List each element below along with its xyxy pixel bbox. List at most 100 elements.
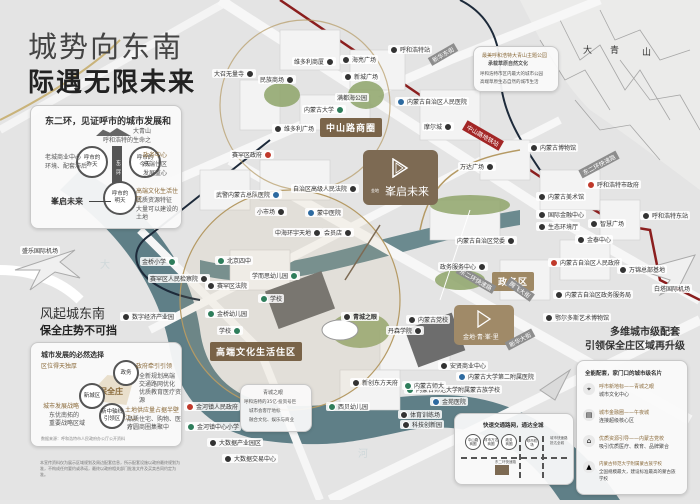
poi[interactable]: 安贤商业中心 bbox=[438, 361, 489, 370]
poi[interactable]: 中海环宇天地 bbox=[273, 228, 324, 237]
poi[interactable]: 内蒙古大学 bbox=[302, 105, 347, 114]
poi-label: 内蒙古美术馆 bbox=[548, 194, 585, 201]
east-ring-road: 东二环 bbox=[112, 146, 122, 188]
poi[interactable]: 学校 bbox=[217, 326, 244, 335]
amenity-title: 优质资源引导——内蒙古党校 bbox=[599, 436, 665, 442]
poi-label: 万达广场 bbox=[460, 164, 485, 171]
poi[interactable]: 民族商场 bbox=[258, 75, 297, 84]
poi[interactable]: 学而思幼儿园 bbox=[250, 271, 301, 280]
baoquanzhuang-panel: 城市发展的必然选择 保全庄 新城区 政务 新中轴线 引领区 区位得天独厚 政府牵… bbox=[30, 342, 182, 447]
poi[interactable]: 自治区高级人民法院 bbox=[291, 184, 360, 193]
poi[interactable]: 大数据产业园区 bbox=[207, 438, 264, 447]
poi[interactable]: 内蒙古自治区党委 bbox=[455, 236, 518, 245]
poi[interactable]: 新创东方天府 bbox=[350, 378, 401, 387]
school-icon: ⌂ bbox=[583, 435, 595, 447]
poi-label: 学校 bbox=[270, 296, 283, 303]
zone-zhongshan[interactable]: 中山路商圈 bbox=[320, 118, 383, 137]
east-ring-panel: 东二环，见证呼市的城市发展和 大青山 呼和浩特的生命之 东二环 呼市的 昨天 呼… bbox=[30, 105, 182, 229]
poi[interactable]: 会员店 bbox=[322, 228, 355, 237]
poi[interactable]: 内蒙古自治区人民政府 bbox=[548, 258, 623, 267]
poi[interactable]: 体育训练场 bbox=[398, 410, 443, 419]
poi-label: 内蒙古大学第二附属医院 bbox=[468, 374, 535, 381]
poi[interactable]: 北京四中 bbox=[215, 256, 254, 265]
brand-name: 峯启未来 bbox=[385, 185, 429, 198]
amenity-text: 吸引优质医疗、教育、品牌聚合 bbox=[599, 444, 670, 450]
map-pin-icon bbox=[200, 274, 209, 283]
poi[interactable]: 西贝幼儿园 bbox=[326, 402, 371, 411]
mountain-char: 大 bbox=[583, 46, 593, 56]
section-subtitle: 保全庄势不可挡 bbox=[40, 324, 117, 337]
poi[interactable]: 赛罕区政府 bbox=[230, 150, 275, 159]
note-text: 全新规划高端 bbox=[139, 373, 176, 380]
poi-label: 内蒙古自治区党委 bbox=[457, 238, 506, 245]
poi[interactable]: 金苑医院 bbox=[430, 397, 469, 406]
poi-qingcheng-eye[interactable]: 青城之眼 bbox=[341, 312, 380, 321]
poi[interactable]: 摩尔城 bbox=[422, 122, 455, 131]
poi[interactable]: 科技创新园 bbox=[400, 420, 445, 429]
poi[interactable]: 赛罕区法院 bbox=[205, 281, 250, 290]
poi[interactable]: 新城广场 bbox=[342, 72, 381, 81]
poi[interactable]: 金桥幼儿园 bbox=[205, 309, 250, 318]
poi[interactable]: 内蒙古自治区政务服务局 bbox=[553, 290, 634, 299]
poi[interactable]: 维多利广场 bbox=[272, 124, 317, 133]
amenity-text: 连接超级核心区 bbox=[599, 418, 635, 424]
map-pin-icon bbox=[444, 122, 453, 131]
disclaimer: 本宣传资料仅为展示区域规划及周边配套信息，所示配套设施以政府最终规划为准，不构成… bbox=[40, 460, 180, 477]
poi[interactable]: 盛乐国际机场 bbox=[20, 246, 61, 255]
poi[interactable]: 金河镇中心小学 bbox=[185, 422, 242, 431]
poi[interactable]: 鄂尔多斯艺术博物馆 bbox=[543, 313, 612, 322]
poi-label: 会员店 bbox=[324, 230, 343, 237]
poi[interactable]: 金泰中心 bbox=[575, 235, 614, 244]
poi[interactable]: 呼和浩特东站 bbox=[640, 211, 691, 220]
brand-main-marker[interactable]: 金地 峯启未来 bbox=[363, 150, 438, 205]
map-pin-icon bbox=[328, 402, 336, 411]
poi[interactable]: 丹森学院 bbox=[386, 326, 425, 335]
poi[interactable]: 蒙中医院 bbox=[305, 208, 344, 217]
poi[interactable]: 内蒙古自治区人民医院 bbox=[395, 97, 470, 106]
poi[interactable]: 大数据交易中心 bbox=[222, 454, 279, 463]
poi[interactable]: 赛罕区人民检察院 bbox=[148, 274, 211, 283]
poi[interactable]: 维多利商厦 bbox=[292, 57, 337, 66]
poi-label: 自治区高级人民法院 bbox=[293, 186, 348, 193]
poi[interactable]: 内蒙古美术馆 bbox=[536, 192, 587, 201]
poi[interactable]: 智慧广场 bbox=[588, 219, 627, 228]
poi[interactable]: 国际金融中心 bbox=[536, 210, 587, 219]
brand-second-marker[interactable]: 金地·青·峯·里 bbox=[454, 305, 514, 345]
poi[interactable]: 万达广场 bbox=[458, 162, 497, 171]
poi[interactable]: 大召无量寺 bbox=[212, 69, 257, 78]
poi-label: 民族商场 bbox=[260, 77, 285, 84]
poi[interactable]: 金河镇人民政府 bbox=[184, 402, 241, 411]
poi[interactable]: 内蒙古大学第二附属医院 bbox=[456, 372, 537, 381]
poi[interactable]: 内蒙古师大 bbox=[402, 381, 447, 390]
map-pin-icon bbox=[642, 211, 650, 220]
poi[interactable]: 内蒙古党校 bbox=[406, 315, 451, 324]
poi[interactable]: 呼和浩特市政府 bbox=[585, 180, 642, 189]
poi[interactable]: 满都海公园 bbox=[335, 93, 370, 102]
poi[interactable]: 海亮广场 bbox=[340, 55, 379, 64]
amenity-title: 城市金融圈——午夜城 bbox=[599, 410, 650, 416]
poi-label: 大召无量寺 bbox=[214, 71, 245, 78]
poi[interactable]: 万锦总部基地 bbox=[617, 265, 668, 274]
poi[interactable]: 政务服务中心 bbox=[438, 262, 489, 271]
poi[interactable]: 武警内蒙古总队医院 bbox=[214, 190, 283, 199]
note-title: 区位得天独厚 bbox=[41, 363, 78, 370]
project-marker bbox=[495, 465, 509, 475]
traffic-side-note: 城市快速路 抵达全城 bbox=[550, 436, 568, 445]
note-title: 城市发展战略 bbox=[43, 403, 80, 410]
poi[interactable]: 金桥小学 bbox=[140, 257, 179, 266]
poi[interactable]: 数字经济产业园 bbox=[120, 312, 177, 321]
poi[interactable]: 内蒙古博物馆 bbox=[528, 143, 579, 152]
poi[interactable]: 生态环境厅 bbox=[536, 222, 581, 231]
poi[interactable]: 呼和浩特站 bbox=[388, 45, 433, 54]
poi[interactable]: 学校 bbox=[258, 294, 285, 303]
poi[interactable]: 小市场 bbox=[255, 207, 288, 216]
note-text: 重要战略区域 bbox=[49, 420, 86, 427]
map-pin-icon bbox=[478, 262, 487, 271]
map-pin-icon bbox=[587, 180, 595, 189]
map-pin-icon bbox=[352, 378, 360, 387]
poi[interactable]: 白塔国际机场 bbox=[652, 284, 693, 293]
note-text: 方圆商圈集聚中 bbox=[127, 424, 170, 431]
highend-ring bbox=[179, 189, 401, 411]
zone-highend[interactable]: 高端文化生活住区 bbox=[210, 342, 303, 361]
